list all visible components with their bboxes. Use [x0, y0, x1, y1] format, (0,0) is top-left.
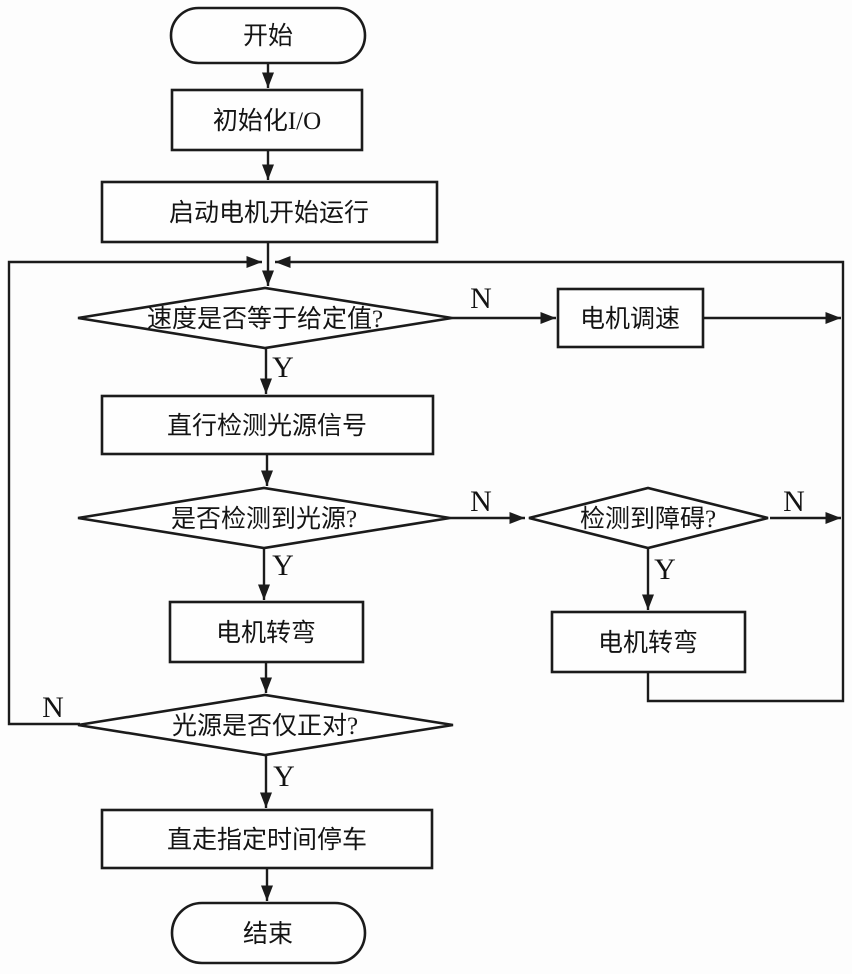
branch-label-speed-no: N — [470, 282, 492, 315]
node-obstacle-detected: 检测到障碍? — [528, 486, 769, 550]
speed-equal-decision-shape — [77, 286, 453, 350]
light-detected-label: 是否检测到光源? — [171, 505, 357, 533]
node-motor-speed-adjust: 电机调速 — [556, 287, 705, 349]
light-directly-facing-decision-shape — [77, 693, 454, 757]
init-io-process-shape — [170, 88, 364, 152]
branch-label-obstacle-yes: Y — [654, 553, 676, 586]
obstacle-detected-decision-shape — [528, 486, 769, 550]
init-io-label: 初始化I/O — [213, 107, 321, 135]
start-terminator-shape — [169, 6, 367, 65]
motor-speed-adjust-process-shape — [556, 287, 705, 349]
node-speed-equal: 速度是否等于给定值? — [77, 286, 453, 350]
node-straight-detect-light: 直行检测光源信号 — [100, 394, 435, 456]
straight-timed-stop-label: 直走指定时间停车 — [167, 826, 367, 854]
motor-speed-adjust-label: 电机调速 — [580, 305, 680, 333]
edge-rightline-return-to-junction — [275, 256, 845, 703]
straight-detect-light-process-shape — [100, 394, 435, 456]
end-label: 结束 — [243, 920, 293, 948]
end-terminator-shape — [170, 901, 367, 965]
obstacle-detected-label: 检测到障碍? — [580, 505, 716, 533]
node-light-directly-facing: 光源是否仅正对? — [77, 693, 454, 757]
branch-label-facing-yes: Y — [273, 760, 295, 793]
start-motor-label: 启动电机开始运行 — [169, 199, 369, 227]
light-detected-decision-shape — [77, 486, 451, 550]
motor-turn-right-label: 电机转弯 — [598, 629, 698, 657]
branch-label-obstacle-no: N — [783, 485, 805, 518]
node-motor-turn-left: 电机转弯 — [168, 600, 365, 664]
edge-facing-no-leftline-to-junction — [7, 256, 262, 726]
branch-label-light-yes: Y — [272, 549, 294, 582]
node-end: 结束 — [170, 901, 367, 965]
node-start-motor: 启动电机开始运行 — [100, 180, 439, 244]
straight-detect-light-label: 直行检测光源信号 — [167, 412, 367, 440]
motor-turn-left-label: 电机转弯 — [216, 619, 316, 647]
start-motor-process-shape — [100, 180, 439, 244]
flow-nodes: 开始 初始化I/O 启动电机开始运行 速度是否等于给定值? 电机调速 直行检测光 — [77, 6, 769, 965]
branch-label-speed-yes: Y — [272, 351, 294, 384]
motor-turn-right-process-shape — [550, 610, 747, 674]
node-start: 开始 — [169, 6, 367, 65]
branch-label-light-no: N — [470, 485, 492, 518]
node-init-io: 初始化I/O — [170, 88, 364, 152]
light-directly-facing-label: 光源是否仅正对? — [172, 712, 358, 740]
flow-edges — [7, 63, 845, 901]
speed-equal-label: 速度是否等于给定值? — [147, 305, 383, 333]
node-motor-turn-right: 电机转弯 — [550, 610, 747, 674]
straight-timed-stop-process-shape — [100, 808, 434, 870]
branch-labels: N Y N Y N Y N Y — [42, 282, 805, 793]
branch-label-facing-no: N — [42, 691, 64, 724]
start-label: 开始 — [243, 22, 293, 50]
node-light-detected: 是否检测到光源? — [77, 486, 451, 550]
motor-turn-left-process-shape — [168, 600, 365, 664]
node-straight-timed-stop: 直走指定时间停车 — [100, 808, 434, 870]
